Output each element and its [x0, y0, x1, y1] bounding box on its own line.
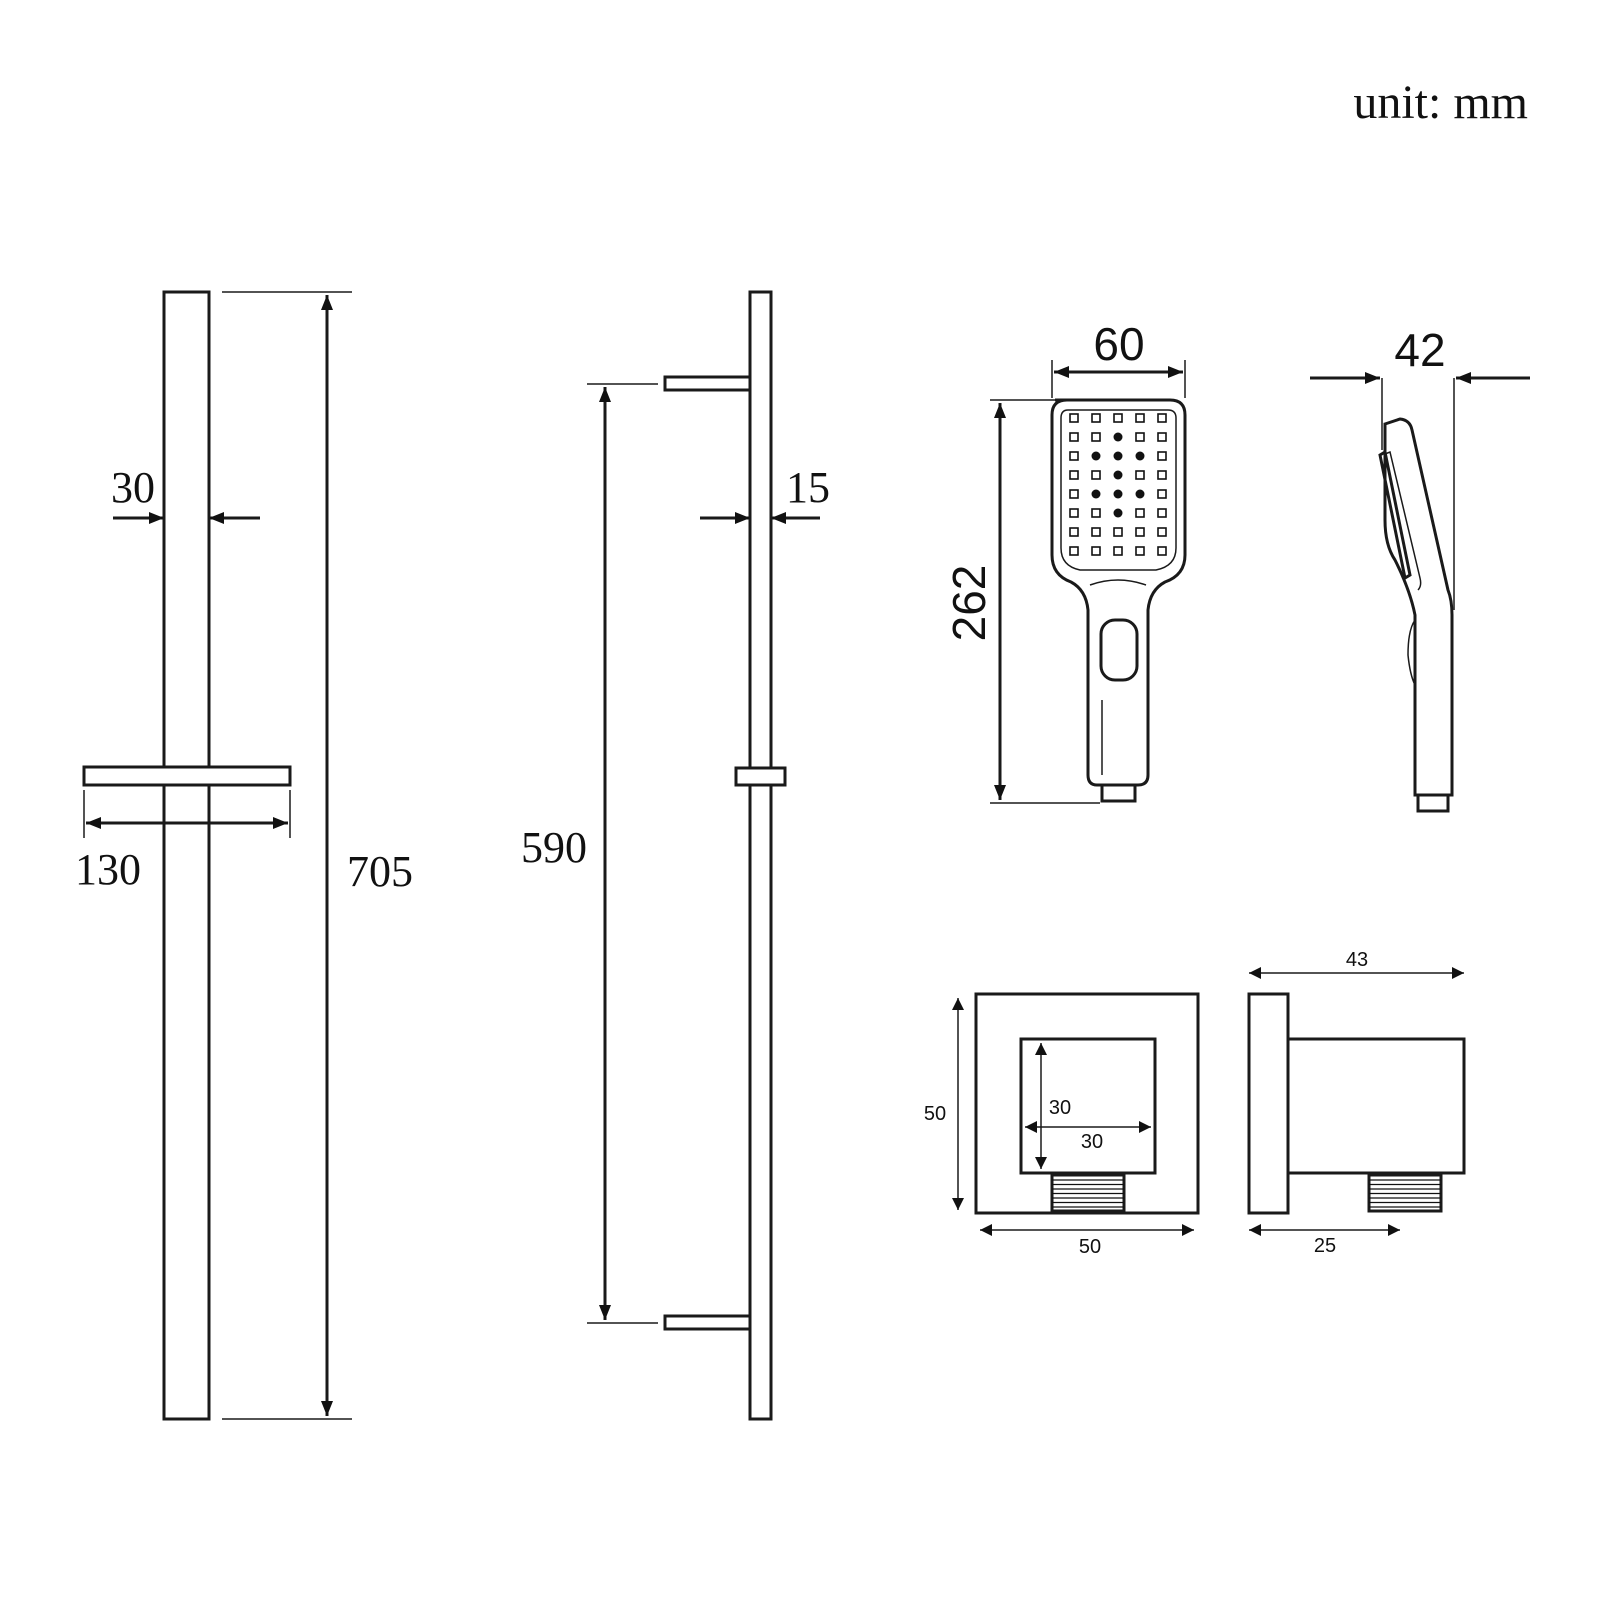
- plate-width-label: 50: [1079, 1236, 1101, 1258]
- rail-height-label: 705: [347, 847, 413, 896]
- nozzle-square: [1069, 470, 1079, 480]
- nozzle-square: [1069, 432, 1079, 442]
- thread-lines: [1369, 1179, 1441, 1208]
- body-depth-label: 25: [1314, 1235, 1336, 1257]
- nozzle-square: [1135, 413, 1145, 423]
- outlet-body-side: [1286, 1037, 1466, 1175]
- outlet-depth-label: 43: [1346, 949, 1368, 971]
- nozzle-square: [1135, 546, 1145, 556]
- nozzle-square: [1157, 451, 1167, 461]
- outlet-body: [1019, 1037, 1157, 1175]
- nozzle-square: [1113, 527, 1123, 537]
- nozzle-square: [1091, 508, 1101, 518]
- nozzle-square: [1069, 489, 1079, 499]
- nozzle-square: [1091, 470, 1101, 480]
- hose-connector: [1100, 783, 1137, 803]
- nozzle-square: [1135, 527, 1145, 537]
- rail-depth-label: 15: [786, 463, 830, 512]
- nozzle-square: [1113, 546, 1123, 556]
- nozzle-square: [1157, 527, 1167, 537]
- rail-width-label: 30: [111, 463, 155, 512]
- rail-bar-side: [748, 290, 773, 1421]
- thread-lines: [1052, 1179, 1124, 1208]
- shower-width-label: 60: [1093, 318, 1144, 370]
- nozzle-dot: [1135, 451, 1145, 461]
- rail-bar: [162, 290, 211, 1421]
- hand-shower-side-view: 42: [1310, 324, 1530, 813]
- shower-side-outline: [1383, 417, 1454, 797]
- shower-holder: [82, 765, 292, 787]
- holder-slider: [734, 766, 787, 787]
- nozzle-square: [1091, 413, 1101, 423]
- inner-height-label: 30: [1049, 1097, 1071, 1119]
- nozzle-square: [1157, 489, 1167, 499]
- nozzle-dot: [1113, 508, 1123, 518]
- wall-bracket-bottom: [663, 1314, 752, 1331]
- nozzle-square: [1069, 527, 1079, 537]
- nozzle-square: [1157, 413, 1167, 423]
- holder-width-label: 130: [75, 845, 141, 894]
- mode-button: [1099, 618, 1139, 682]
- nozzle-square: [1069, 451, 1079, 461]
- shower-depth-label: 42: [1394, 324, 1445, 376]
- face-edge: [1384, 450, 1422, 591]
- nozzle-dot: [1113, 489, 1123, 499]
- nozzle-square: [1091, 546, 1101, 556]
- wall-bracket-top: [663, 375, 752, 392]
- nozzle-square: [1091, 432, 1101, 442]
- bracket-spacing-label: 590: [521, 823, 587, 872]
- nozzle-dot: [1113, 451, 1123, 461]
- nozzle-square: [1091, 527, 1101, 537]
- nozzle-square: [1157, 432, 1167, 442]
- inner-width-label: 30: [1081, 1131, 1103, 1153]
- nozzle-square: [1157, 546, 1167, 556]
- nozzle-square: [1135, 470, 1145, 480]
- unit-label: unit: mm: [1353, 76, 1528, 129]
- wall-outlet-side-view: 43 25: [1247, 949, 1466, 1257]
- wall-outlet-front-view: 50 30 30 50: [924, 992, 1200, 1258]
- slide-rail-side-view: 590 15: [521, 290, 830, 1421]
- outlet-plate: [974, 992, 1200, 1215]
- nozzle-square: [1069, 413, 1079, 423]
- plate-height-label: 50: [924, 1103, 946, 1125]
- nozzle-square: [1157, 508, 1167, 518]
- nozzle-square: [1069, 508, 1079, 518]
- nozzle-strip: [1378, 449, 1412, 581]
- hose-connector-side: [1416, 793, 1450, 813]
- nozzle-square: [1135, 432, 1145, 442]
- nozzle-square: [1157, 470, 1167, 480]
- hand-shower-front-view: 60 262: [943, 318, 1187, 804]
- nozzle-square: [1069, 546, 1079, 556]
- button-profile: [1407, 619, 1416, 686]
- outlet-plate-side: [1247, 992, 1290, 1215]
- shower-length-label: 262: [943, 565, 995, 642]
- slide-rail-front-view: 30 130 705: [75, 290, 413, 1421]
- nozzle-dot: [1091, 451, 1101, 461]
- spray-face: [1060, 409, 1177, 571]
- nozzle-dot: [1091, 489, 1101, 499]
- nozzle-square: [1135, 508, 1145, 518]
- nozzle-square: [1113, 413, 1123, 423]
- nozzle-dot: [1113, 432, 1123, 442]
- nozzle-dot: [1135, 489, 1145, 499]
- neck-line: [1089, 579, 1147, 586]
- nozzle-dot: [1113, 470, 1123, 480]
- nozzle-grid: [1069, 413, 1167, 556]
